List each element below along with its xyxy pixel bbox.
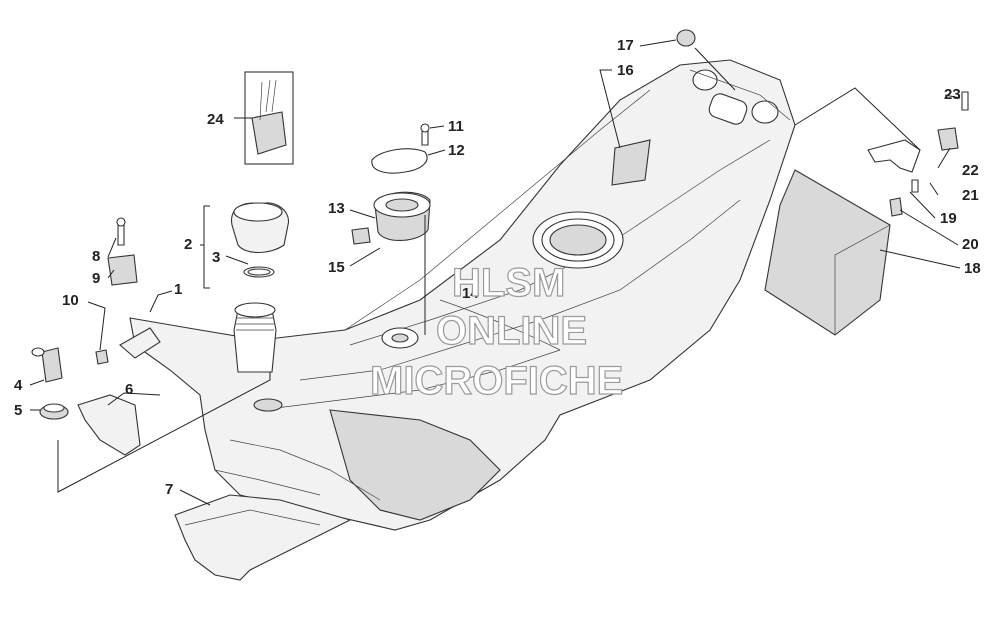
callout-2: 2 (184, 236, 192, 253)
callout-11: 11 (448, 118, 464, 135)
watermark-line1: HLSM (452, 261, 565, 305)
callout-12: 12 (448, 142, 465, 159)
watermark: HLSM ONLINE MICROFICHE (369, 260, 624, 403)
left-small-parts (31, 217, 138, 420)
heat-shield-7 (174, 494, 352, 581)
callout-10: 10 (62, 292, 79, 309)
callout-19: 19 (940, 210, 957, 227)
callout-18: 18 (964, 260, 981, 277)
bracket-assembly (867, 91, 969, 217)
callout-3: 3 (212, 249, 220, 266)
callout-9: 9 (92, 270, 100, 287)
callout-4: 4 (14, 377, 23, 394)
callout-labels: 1 2 3 4 5 6 7 8 9 10 11 12 13 14 15 16 1… (14, 37, 981, 498)
cap-17 (676, 29, 696, 47)
callout-17: 17 (617, 37, 634, 54)
callout-15: 15 (328, 259, 345, 276)
watermark-line3: MICROFICHE (370, 359, 623, 403)
heat-shield-6 (77, 394, 141, 456)
callout-13: 13 (328, 200, 345, 217)
callout-22: 22 (962, 162, 979, 179)
part-24-inset (244, 71, 294, 165)
callout-6: 6 (125, 381, 133, 398)
callout-20: 20 (962, 236, 979, 253)
fuel-cap (231, 202, 289, 278)
callout-24: 24 (207, 111, 224, 128)
callout-7: 7 (165, 481, 173, 498)
foam-block-18 (764, 169, 891, 336)
callout-23: 23 (944, 86, 961, 103)
fuel-pump (351, 123, 431, 245)
callout-8: 8 (92, 248, 100, 265)
callout-21: 21 (962, 187, 979, 204)
callout-1: 1 (174, 281, 182, 298)
watermark-line2: ONLINE (436, 309, 587, 353)
callout-14: 14 (462, 285, 479, 302)
callout-5: 5 (14, 402, 22, 419)
callout-16: 16 (617, 62, 634, 79)
leader-lines (29, 39, 961, 506)
pad-16 (611, 139, 651, 186)
